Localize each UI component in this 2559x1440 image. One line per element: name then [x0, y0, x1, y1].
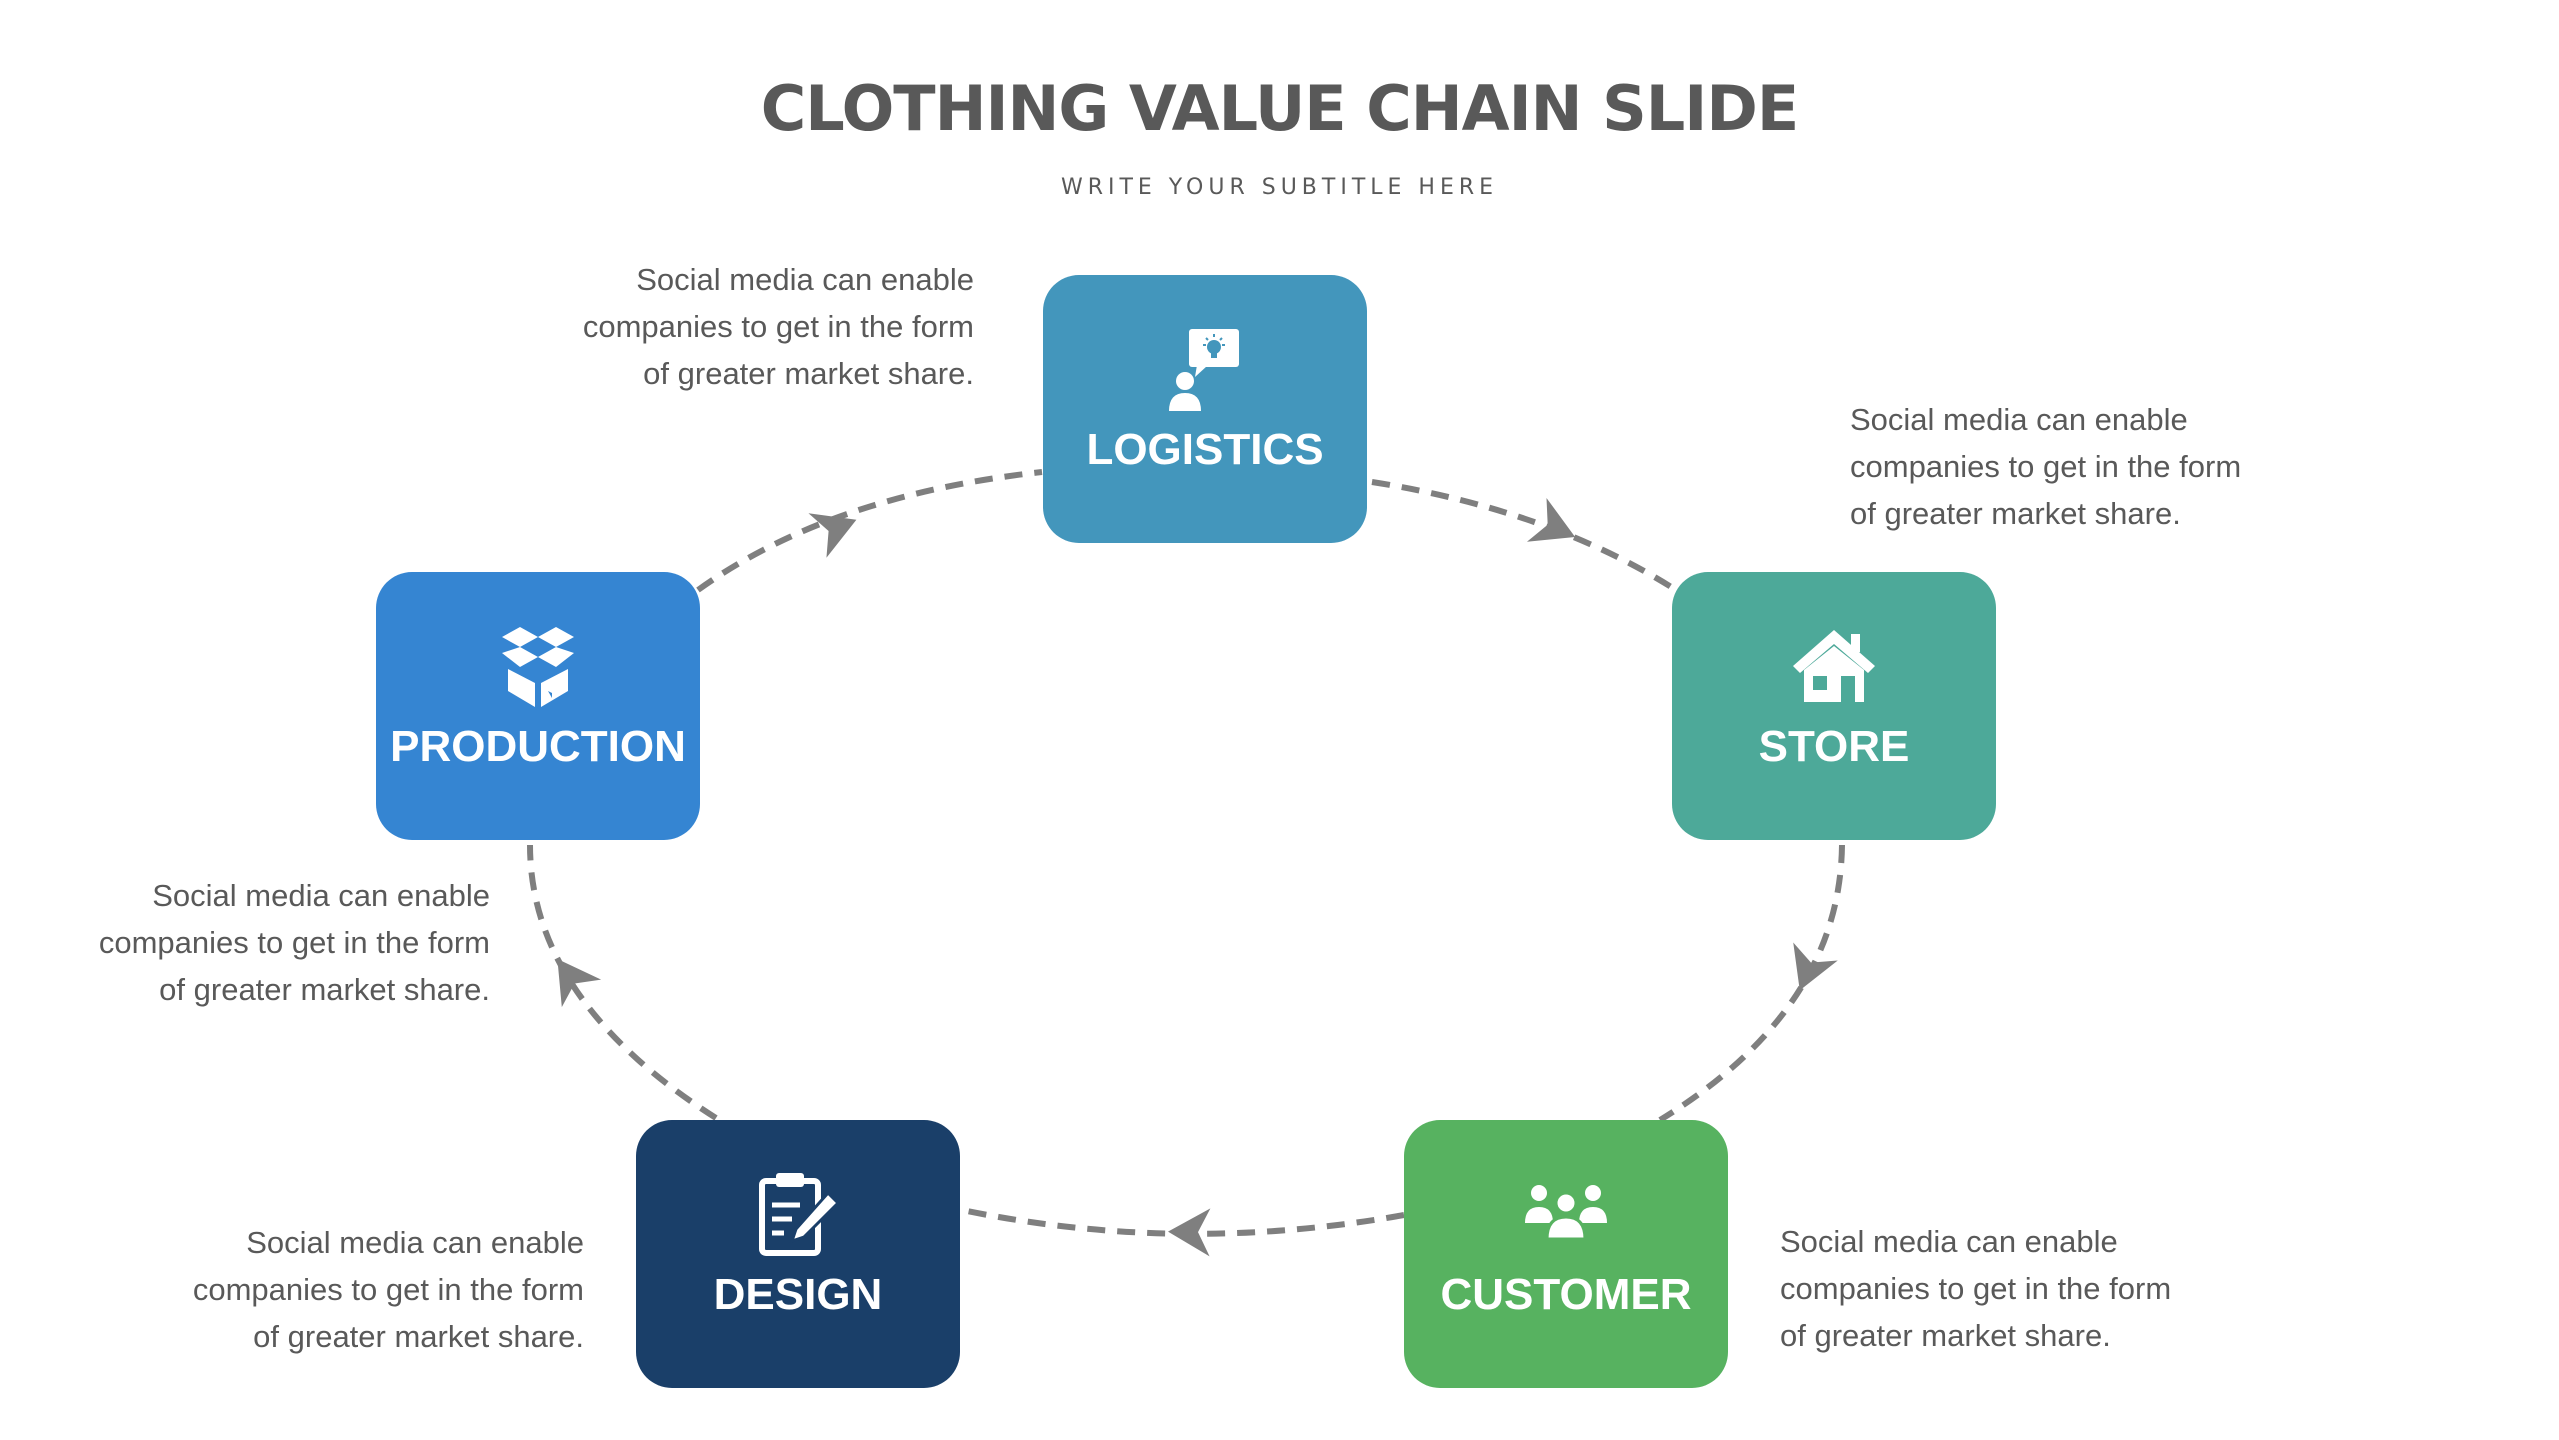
design-label: DESIGN	[713, 1270, 883, 1319]
connector-logistics-store	[1371, 479, 1678, 593]
store-box: STORE	[1672, 572, 1996, 840]
customer-description: Social media can enable companies to get…	[1780, 1218, 2240, 1359]
arrowhead-production-logistics	[808, 513, 857, 558]
production-desc-line-1: Social media can enable	[152, 878, 490, 913]
production-desc-line-3: of greater market share.	[159, 972, 490, 1007]
people-group-icon	[1404, 1168, 1728, 1260]
connector-production-logistics	[696, 469, 1043, 593]
idea-person-icon	[1043, 323, 1367, 415]
house-icon	[1672, 620, 1996, 712]
box-icon	[376, 620, 700, 712]
store-label: STORE	[1758, 722, 1910, 771]
production-box: PRODUCTION	[376, 572, 700, 840]
store-desc-line-3: of greater market share.	[1850, 496, 2181, 531]
customer-desc-line-1: Social media can enable	[1780, 1224, 2118, 1259]
customer-label: CUSTOMER	[1440, 1270, 1692, 1319]
arrowhead-logistics-store	[1526, 497, 1576, 542]
arrowheads	[557, 497, 1838, 1257]
production-desc-line-2: companies to get in the form	[98, 925, 490, 960]
design-desc-line-2: companies to get in the form	[192, 1272, 584, 1307]
production-label: PRODUCTION	[390, 722, 686, 771]
design-desc-line-1: Social media can enable	[246, 1225, 584, 1260]
logistics-desc-line-2: companies to get in the form	[582, 309, 974, 344]
slide-subtitle: WRITE YOUR SUBTITLE HERE	[1060, 175, 1499, 200]
design-box: DESIGN	[636, 1120, 960, 1388]
logistics-desc-line-1: Social media can enable	[636, 262, 974, 297]
arrowhead-design-production	[557, 958, 602, 1008]
arrowhead-customer-design	[1168, 1208, 1211, 1257]
store-desc-line-2: companies to get in the form	[1850, 449, 2242, 484]
store-desc-line-1: Social media can enable	[1850, 402, 2188, 437]
logistics-description: Social media can enable companies to get…	[514, 256, 974, 397]
design-description: Social media can enable companies to get…	[124, 1219, 584, 1360]
production-description: Social media can enable companies to get…	[30, 872, 490, 1013]
slide-title: CLOTHING VALUE CHAIN SLIDE	[760, 72, 1799, 145]
customer-box: CUSTOMER	[1404, 1120, 1728, 1388]
logistics-label: LOGISTICS	[1086, 425, 1324, 474]
connector-design-production	[527, 844, 718, 1121]
customer-desc-line-3: of greater market share.	[1780, 1318, 2111, 1353]
logistics-box: LOGISTICS	[1043, 275, 1367, 543]
arrowhead-store-customer	[1793, 942, 1838, 991]
logistics-desc-line-3: of greater market share.	[643, 356, 974, 391]
connector-store-customer	[1658, 844, 1845, 1123]
store-description: Social media can enable companies to get…	[1850, 396, 2310, 537]
clipboard-pencil-icon	[636, 1168, 960, 1260]
customer-desc-line-2: companies to get in the form	[1780, 1271, 2172, 1306]
design-desc-line-3: of greater market share.	[253, 1319, 584, 1354]
